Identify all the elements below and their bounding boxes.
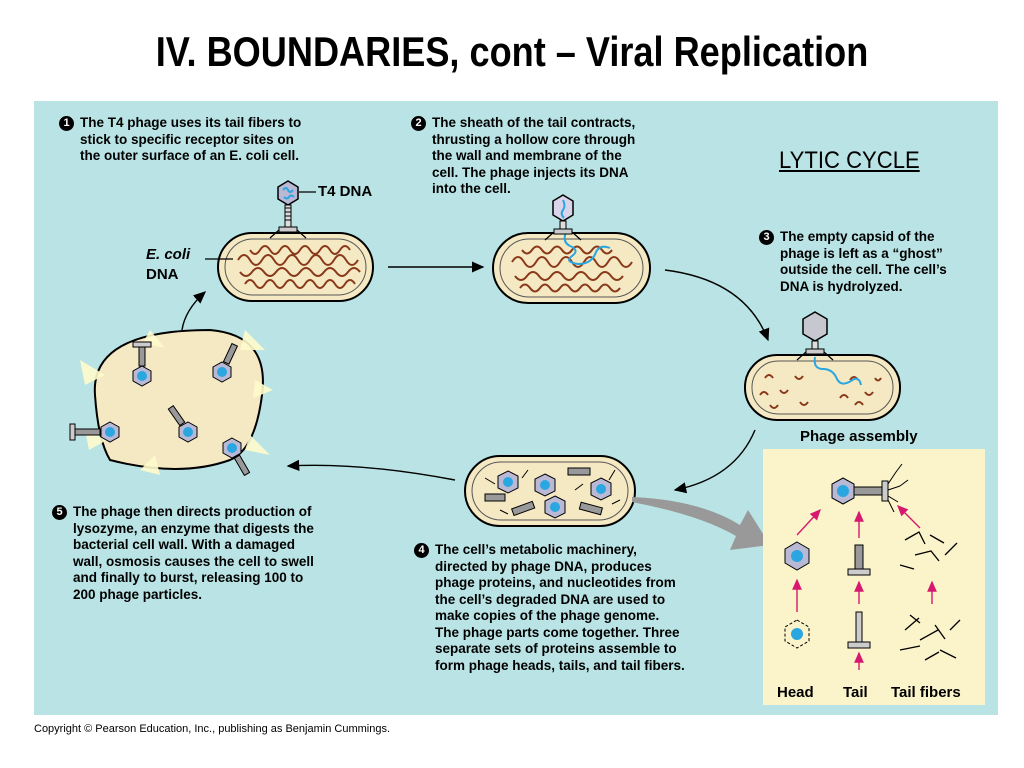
step-4-line: directed by phage DNA, produces: [435, 558, 652, 574]
step-2-line: into the cell.: [432, 181, 511, 196]
step-2-line: The sheath of the tail contracts,: [432, 115, 636, 130]
step-2-line: thrusting a hollow core through: [432, 131, 636, 147]
copyright-notice: Copyright © Pearson Education, Inc., pub…: [34, 723, 391, 735]
step-3-text: 3 The empty capsid of the phage is left …: [759, 229, 947, 295]
head-parts: [784, 541, 810, 649]
step-5-number: 5: [52, 505, 67, 520]
head-label: Head: [777, 684, 814, 701]
tail-fiber-parts: [899, 531, 961, 661]
phage-assembly-label: Phage assembly: [800, 428, 918, 445]
cell-ghost: [744, 311, 901, 421]
step-3-line: DNA is hydrolyzed.: [780, 278, 903, 294]
step-1-line: the outer surface of an E. coli cell.: [80, 148, 300, 163]
step-5-line: and finally to burst, releasing 100 to: [73, 570, 304, 585]
tail-label: Tail: [843, 684, 868, 701]
step-4-line: phage proteins, and nucleotides from: [435, 575, 676, 590]
released-phages: [69, 341, 251, 477]
step-1-text: 1 The T4 phage uses its tail fibers to s…: [59, 115, 302, 165]
step-4-line: separate sets of proteins assemble to: [435, 641, 677, 656]
step-4-line: make copies of the phage genome.: [435, 608, 660, 623]
tail-parts: [847, 544, 871, 649]
t4-phage-injecting: [544, 194, 582, 241]
step-1-number: 1: [59, 116, 74, 131]
step-5-line: lysozyme, an enzyme that digests the: [73, 520, 314, 536]
step-5-text: 5 The phage then directs production of l…: [52, 504, 314, 603]
cycle-arrows: [181, 261, 770, 494]
cell-injection: [492, 194, 651, 304]
step-3-line: phage is left as a “ghost”: [780, 245, 943, 261]
tail-fibers-label: Tail fibers: [891, 684, 961, 701]
step-4-line: the cell’s degraded DNA are used to: [435, 591, 666, 607]
step-1-line: stick to specific receptor sites on: [80, 131, 294, 147]
step-4-line: The phage parts come together. Three: [435, 624, 680, 640]
step-5-line: 200 phage particles.: [73, 586, 203, 602]
step-2-line: the wall and membrane of the: [432, 148, 622, 163]
assembly-pointer-arrow: [632, 497, 770, 550]
t4-phage-attached: [269, 180, 316, 239]
step-4-line: form phage heads, tails, and tail fibers…: [435, 657, 685, 673]
step-4-line: The cell’s metabolic machinery,: [435, 542, 637, 557]
dna-label: DNA: [146, 266, 179, 283]
step-2-text: 2 The sheath of the tail contracts, thru…: [411, 115, 636, 198]
cell-burst: [69, 328, 273, 477]
step-5-line: bacterial cell wall. With a damaged: [73, 537, 295, 552]
step-3-line: The empty capsid of the: [780, 229, 935, 244]
step-2-line: cell. The phage injects its DNA: [432, 164, 629, 180]
phage-ghost: [796, 311, 834, 361]
step-5-line: wall, osmosis causes the cell to swell: [73, 553, 314, 569]
step-3-line: outside the cell. The cell’s: [780, 262, 947, 277]
t4-dna-label: T4 DNA: [318, 183, 373, 200]
step-4-text: 4 The cell’s metabolic machinery, direct…: [414, 542, 685, 674]
ecoli-label: E. coli: [146, 246, 191, 263]
cell-synthesis: [464, 455, 636, 527]
step-2-number: 2: [411, 116, 426, 131]
step-4-number: 4: [414, 543, 429, 558]
step-1-line: The T4 phage uses its tail fibers to: [80, 115, 302, 130]
cell-attachment: [205, 180, 374, 302]
assembled-phage: [831, 463, 909, 513]
lytic-cycle-label: LYTIC CYCLE: [779, 147, 920, 174]
step-3-number: 3: [759, 230, 774, 245]
step-5-line: The phage then directs production of: [73, 504, 312, 519]
slide-title: IV. BOUNDARIES, cont – Viral Replication: [155, 28, 869, 75]
